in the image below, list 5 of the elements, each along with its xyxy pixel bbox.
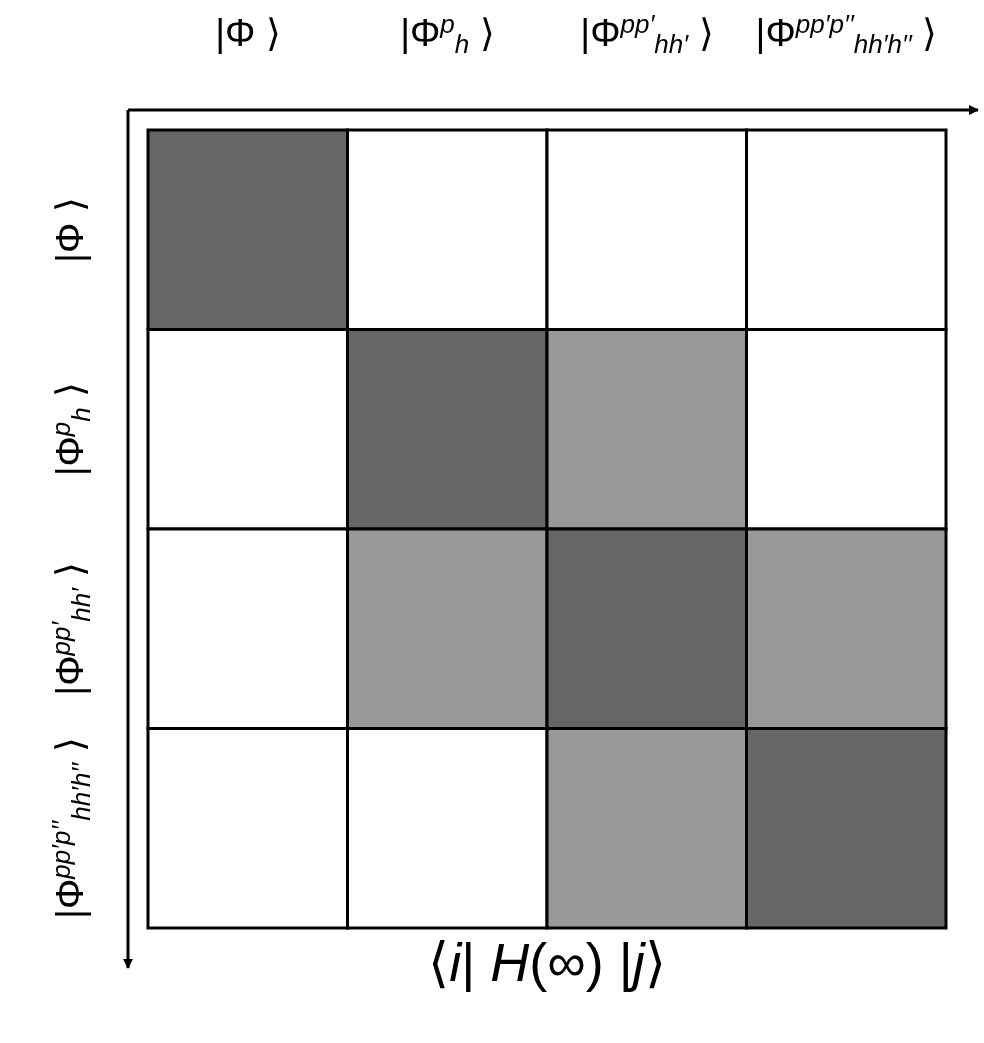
- row-header: |Φ ⟩: [51, 196, 89, 263]
- column-header: |Φ$^{pp′}$$_{hh′}$ ⟩: [580, 14, 714, 52]
- column-header: |Φ ⟩: [215, 14, 281, 52]
- column-header: |Φ$^{pp′p′′}$$_{hh′h′′}$ ⟩: [755, 14, 938, 52]
- column-header: |Φ$^{p}$$_{h}$ ⟩: [400, 14, 495, 52]
